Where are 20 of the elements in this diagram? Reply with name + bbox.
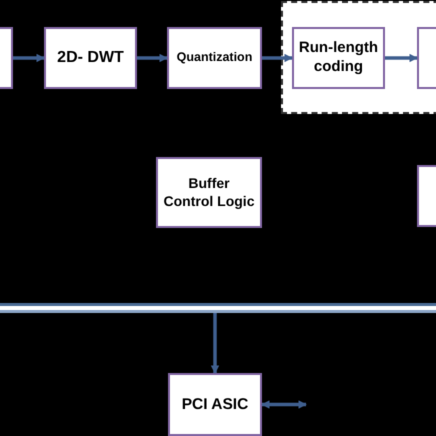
double-arrow <box>261 400 307 409</box>
process-box <box>156 157 262 228</box>
node-label: Quantization <box>176 50 252 66</box>
arrow <box>210 313 220 374</box>
node-label: Run-length coding <box>298 39 380 77</box>
arrow <box>262 54 293 62</box>
process-box <box>292 27 385 89</box>
process-box <box>168 373 262 436</box>
arrow <box>13 54 45 62</box>
bus-bar <box>0 303 436 313</box>
node-label: 2D- DWT <box>57 48 124 68</box>
arrow <box>385 54 418 62</box>
process-box <box>44 27 137 89</box>
process-box <box>167 27 262 89</box>
node-label: PCI ASIC <box>182 394 248 414</box>
process-box <box>417 27 436 89</box>
node-label: Buffer Control Logic <box>162 175 256 210</box>
arrow <box>137 54 168 62</box>
process-box <box>417 165 436 227</box>
dashed-region <box>281 1 436 114</box>
